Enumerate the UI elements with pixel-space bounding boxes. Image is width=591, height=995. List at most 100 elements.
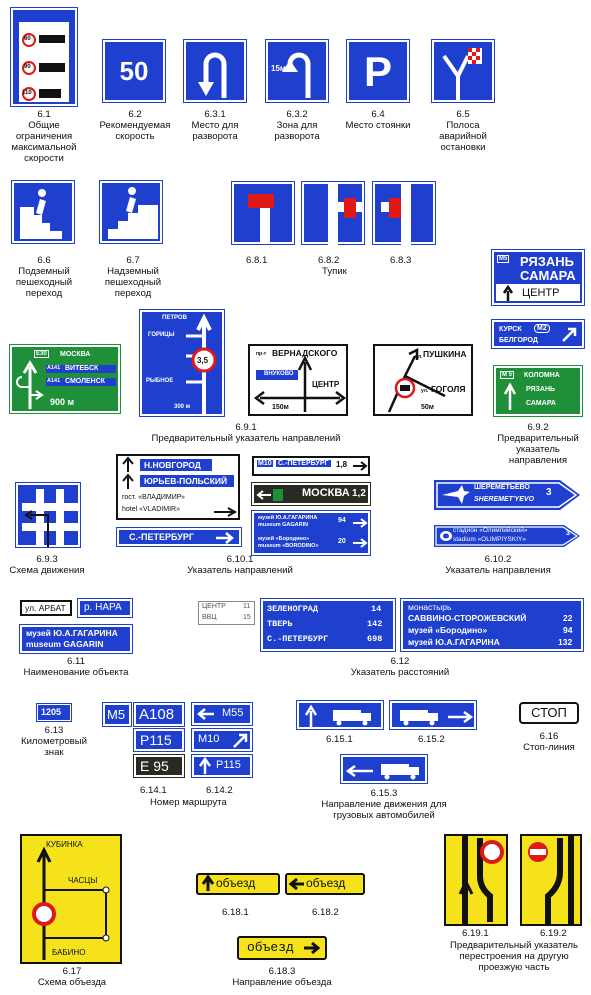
sign-6-10-1-t11: museum «BORODINO» [258, 543, 319, 549]
sign-6-9-2-c-road: M 5 [500, 371, 515, 379]
sign-6-9-1-a-r1: A141 [47, 365, 61, 371]
num-6-8-2: 6.8.2 [318, 255, 340, 266]
sign-6-10-2-t3: стадион «Олимпийский» [453, 527, 528, 534]
sign-6-12-w-d2: 15 [243, 614, 251, 621]
sign-6-10-1-road: M10 [257, 460, 273, 467]
caption-6-7: 6.7 Надземный пешеходный переход [95, 255, 171, 299]
sign-6-4-letter: P [363, 48, 392, 95]
sign-6-10-2-t2: SHEREMET'YEVO [474, 496, 535, 503]
sign-6-3-2-dist: 15м [271, 64, 286, 73]
sign-6-14-2-r2: M10 [198, 733, 220, 745]
caption-6-16: 6.16 Стоп-линия [514, 731, 584, 753]
sign-6-12-b-2-t: музей «Бородино» [408, 625, 488, 635]
text-6-15: Направление движения для грузовых автомо… [321, 799, 447, 821]
sign-6-12-w-d1: 11 [243, 603, 251, 610]
sign-6-12-w: ЦЕНТР 11 ВВЦ 15 [198, 601, 255, 625]
sign-6-10-1-e: музей Ю.А.ГАГАРИНА museum GAGARIN 94 муз… [251, 510, 371, 556]
sign-6-19-2 [520, 834, 582, 926]
sign-6-18-1: объезд [196, 873, 280, 895]
num-6-7: 6.7 [126, 255, 140, 266]
sign-6-1-l1: 60 [24, 36, 31, 42]
num-6-4: 6.4 [371, 109, 385, 120]
text-6-7: Надземный пешеходный переход [104, 266, 162, 299]
sign-6-14-2-c: P115 [191, 754, 253, 778]
sign-6-9-1-c-dist: 150м [272, 404, 289, 411]
sign-6-8-3 [372, 181, 436, 246]
caption-6-9-2: 6.9.2 Предварительный указатель направле… [488, 422, 588, 466]
sign-6-12-b-2-d: 94 [563, 625, 573, 635]
sign-6-9-1-d-pre: пл. [415, 354, 423, 360]
sign-6-14-1-r2: A108 [139, 706, 175, 723]
sign-6-10-1-a: Н.НОВГОРОД ЮРЬЕВ-ПОЛЬСКИЙ гост. «ВЛАДИМИ… [116, 454, 240, 520]
sign-6-10-1-d10: 20 [338, 538, 346, 545]
sign-6-11-b: р. НАРА [77, 598, 133, 618]
sign-6-19-1 [444, 834, 508, 926]
sign-6-9-1-b-limit: 3,5 [197, 356, 209, 365]
sign-6-9-1-c-t1: ВЕРНАДСКОГО [272, 348, 338, 358]
num-6-18-1: 6.18.1 [222, 907, 249, 918]
sign-6-9-1-c-t2: ВНУКОВО [264, 371, 294, 377]
num-6-8-1: 6.8.1 [246, 255, 268, 266]
sign-6-9-2-b-road: M2 [534, 324, 550, 333]
sign-6-9-1-b-t1: ПЕТРОВ [162, 315, 187, 321]
sign-6-11-a: ул. АРБАТ [20, 600, 72, 616]
sign-6-10-1-t4: hotel «VLADIMIR» [122, 506, 180, 513]
sign-6-9-1-b: ПЕТРОВ ГОРИЦЫ РЫБНОЕ 3,5 300 м [139, 309, 225, 417]
sign-6-6 [11, 180, 75, 244]
num-6-10-1: 6.10.1 [226, 554, 254, 565]
sign-6-8-2 [301, 181, 365, 246]
num-6-6: 6.6 [37, 255, 51, 266]
num-6-14-1: 6.14.1 [140, 785, 167, 796]
sign-6-13: 1205 [36, 703, 72, 722]
num-6-5: 6.5 [456, 109, 470, 120]
sign-6-14-2-a: M55 [191, 702, 253, 726]
text-6-12: Указатель расстояний [350, 667, 450, 678]
text-6-8: Тупик [322, 266, 347, 277]
sign-6-4: P [346, 39, 410, 103]
sign-6-14-2-r3: P115 [216, 759, 241, 771]
caption-6-15: 6.15.3 Направление движения для грузовых… [306, 788, 462, 821]
text-6-4: Место стоянки [345, 120, 411, 131]
num-6-3-2: 6.3.2 [286, 109, 308, 120]
sign-6-10-1-d: МОСКВА 1,2 [251, 482, 371, 506]
sign-6-12-b-1-d: 22 [563, 613, 573, 623]
sign-6-9-2-a-road: M5 [497, 255, 510, 263]
sign-6-12-w-t2: ВВЦ [202, 614, 217, 621]
sign-6-9-1-b-t2: ГОРИЦЫ [148, 332, 175, 338]
text-6-16: Стоп-линия [523, 742, 575, 753]
num-6-9-1: 6.9.1 [235, 422, 257, 433]
sign-6-10-1-t1: Н.НОВГОРОД [144, 460, 201, 470]
num-6-15-2: 6.15.2 [418, 734, 445, 745]
sign-6-1-l3: 110 [22, 90, 32, 96]
sign-6-12-a: ЗЕЛЕНОГРАД 14 ТВЕРЬ 142 С.-ПЕТЕРБУРГ 698 [260, 598, 396, 652]
num-6-18-3: 6.18.3 [268, 966, 296, 977]
sign-6-14-1-r3: P115 [140, 732, 172, 748]
sign-6-9-2-a: M5 РЯЗАНЬ САМАРА ЦЕНТР [491, 249, 585, 306]
sign-6-14-1-a: M5 [102, 702, 132, 727]
sign-6-10-2-d3: 3 [566, 530, 570, 537]
num-6-2: 6.2 [128, 109, 142, 120]
num-6-9-3: 6.9.3 [36, 554, 58, 565]
num-6-18-2: 6.18.2 [312, 907, 339, 918]
sign-6-12-a-2-d: 698 [367, 634, 383, 644]
sign-6-9-1-a-dist: 900 м [50, 397, 75, 407]
sign-6-15-2 [389, 700, 477, 730]
sign-6-12-b: монастырь САВВИНО-СТОРОЖЕВСКИЙ 22 музей … [400, 598, 584, 652]
caption-6-17: 6.17 Схема объезда [20, 966, 124, 988]
num-6-16: 6.16 [539, 731, 559, 742]
sign-6-14-1-d: E 95 [133, 754, 185, 778]
sign-6-13-value: 1205 [41, 707, 62, 717]
caption-6-10-2: 6.10.2 Указатель направления [436, 554, 560, 576]
sign-6-9-1-c-pre: пр-т [256, 351, 267, 357]
sign-6-10-1-t7: МОСКВА [302, 487, 350, 499]
sign-6-9-1-a-t1: МОСКВА [60, 351, 91, 358]
num-6-15-3: 6.15.3 [370, 788, 398, 799]
num-6-12: 6.12 [390, 656, 410, 667]
caption-6-19: Предварительный указатель перестроения н… [442, 940, 586, 973]
sign-6-11-t3: музей Ю.А.ГАГАРИНА [26, 628, 118, 638]
caption-6-3-1: 6.3.1 Место для разворота [180, 109, 250, 142]
sign-6-9-2-a-t3: ЦЕНТР [522, 287, 560, 299]
sign-6-18-3: объезд [237, 936, 327, 960]
sign-6-9-1-d-t1: ПУШКИНА [423, 349, 467, 359]
sign-6-9-2-a-t2: САМАРА [520, 268, 576, 283]
